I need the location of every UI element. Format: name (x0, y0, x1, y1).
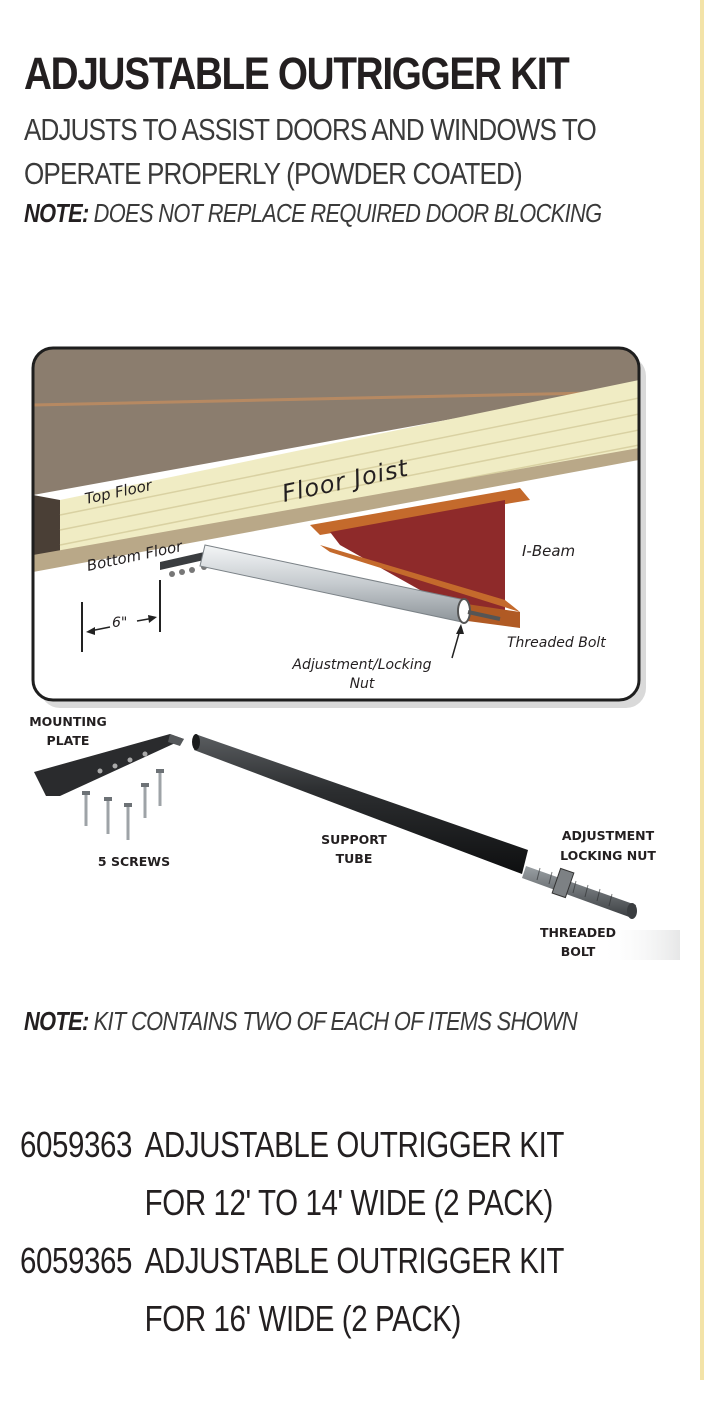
subtitle-line-1: ADJUSTS TO ASSIST DOORS AND WINDOWS TO (24, 112, 597, 147)
outrigger-diagram: Top Floor Floor Joist Bottom Floor I-Bea… (29, 346, 680, 960)
label-adjustment-line2: Nut (350, 676, 375, 692)
kit-note-text: KIT CONTAINS TWO OF EACH OF ITEMS SHOWN (93, 1006, 578, 1036)
product-code: 6059365 (20, 1240, 133, 1281)
subtitle-line-2: OPERATE PROPERLY (POWDER COATED) (24, 156, 523, 191)
mounting-plate-part (34, 734, 184, 796)
header-note: NOTE:DOES NOT REPLACE REQUIRED DOOR BLOC… (24, 198, 602, 229)
floor-end (33, 495, 60, 565)
beam-bottom-flange (320, 545, 520, 612)
support-tube-part (194, 735, 528, 874)
label-mounting-line1: MOUNTING (29, 714, 107, 729)
beam-top-flange (310, 488, 530, 535)
kit-note: NOTE:KIT CONTAINS TWO OF EACH OF ITEMS S… (24, 1006, 578, 1037)
label-threaded-bolt: Threaded Bolt (507, 635, 606, 651)
product-code: 6059363 (20, 1124, 133, 1165)
product-desc-line1: ADJUSTABLE OUTRIGGER KIT (144, 1240, 565, 1281)
locking-nut (457, 598, 471, 624)
product-desc-line2: FOR 16' WIDE (2 PACK) (144, 1298, 462, 1339)
screws-part (84, 772, 162, 840)
label-bolt-line2: BOLT (561, 944, 596, 959)
product-desc-line2: FOR 12' TO 14' WIDE (2 PACK) (144, 1182, 554, 1223)
top-floor-surface (33, 348, 639, 495)
note-label: NOTE: (24, 198, 89, 228)
label-mounting-line2: PLATE (47, 733, 90, 748)
product-desc-line1: ADJUSTABLE OUTRIGGER KIT (144, 1124, 565, 1165)
bottom-floor-board (33, 448, 639, 572)
label-dimension: 6" (112, 615, 127, 631)
label-screws: 5 SCREWS (98, 854, 170, 869)
label-adjust-line1: ADJUSTMENT (562, 828, 655, 843)
note-text: DOES NOT REPLACE REQUIRED DOOR BLOCKING (93, 198, 602, 228)
cutaway-scene (33, 348, 639, 700)
i-beam-web (330, 500, 505, 615)
label-support-line1: SUPPORT (321, 832, 387, 847)
label-bolt-line1: THREADED (540, 925, 616, 940)
kit-note-label: NOTE: (24, 1006, 89, 1036)
diagram-frame (31, 346, 641, 702)
label-adjustment-line1: Adjustment/Locking (291, 657, 431, 673)
label-adjust-line2: LOCKING NUT (560, 848, 656, 863)
label-i-beam: I-Beam (522, 542, 575, 560)
page-edge (700, 0, 704, 1380)
page-title: ADJUSTABLE OUTRIGGER KIT (24, 48, 570, 99)
label-support-line2: TUBE (336, 851, 373, 866)
locking-nut-part (551, 867, 575, 899)
threaded-bolt-part (522, 866, 636, 918)
